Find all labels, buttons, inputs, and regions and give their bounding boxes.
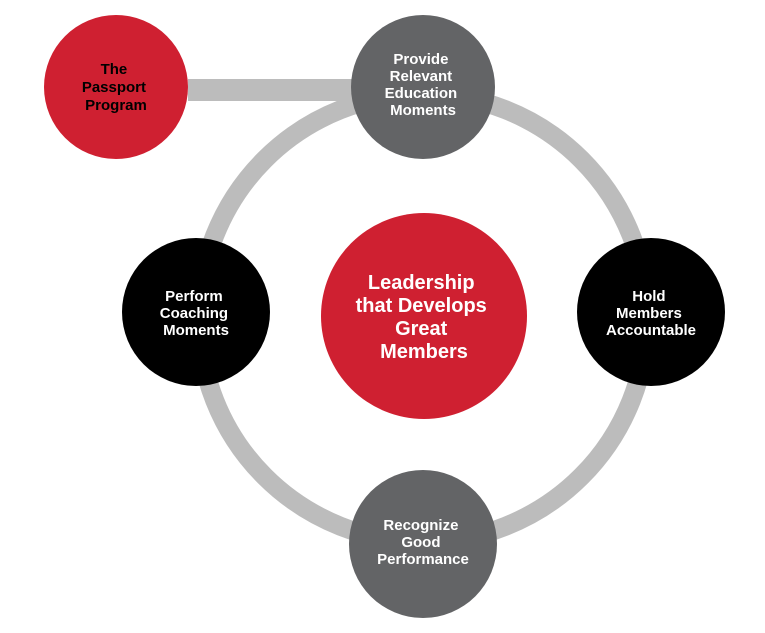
passport-line-2: Passport	[82, 79, 146, 96]
right-line-2: Members	[616, 305, 682, 322]
left-line-3: Moments	[163, 322, 229, 339]
bottom-line-1: Recognize	[383, 517, 458, 534]
center-line-2: that Develops	[356, 295, 487, 317]
recognize-performance-label: Recognize Good Performance	[377, 517, 469, 568]
right-line-1: Hold	[632, 288, 665, 305]
bottom-line-2: Good	[401, 534, 440, 551]
center-leadership-node: Leadership that Develops Great Members	[321, 213, 527, 419]
passport-connector-bar	[188, 79, 368, 101]
center-leadership-circle	[321, 213, 527, 419]
bottom-line-3: Performance	[377, 551, 469, 568]
hold-accountable-label: Hold Members Accountable	[606, 288, 696, 339]
left-line-1: Perform	[165, 288, 223, 305]
recognize-performance-node: Recognize Good Performance	[349, 470, 497, 618]
passport-line-1: The	[101, 61, 128, 78]
center-line-4: Members	[380, 341, 468, 363]
top-line-2: Relevant	[390, 68, 453, 85]
passport-program-circle	[44, 15, 188, 159]
perform-coaching-node: Perform Coaching Moments	[122, 238, 270, 386]
passport-program-label: The Passport Program	[82, 61, 150, 114]
recognize-performance-circle	[349, 470, 497, 618]
provide-education-label: Provide Relevant Education Moments	[385, 51, 462, 119]
right-line-3: Accountable	[606, 322, 696, 339]
top-line-3: Education	[385, 85, 458, 102]
center-leadership-label: Leadership that Develops Great Members	[356, 272, 493, 363]
provide-education-circle	[351, 15, 495, 159]
hold-accountable-node: Hold Members Accountable	[577, 238, 725, 386]
perform-coaching-circle	[122, 238, 270, 386]
perform-coaching-label: Perform Coaching Moments	[160, 288, 233, 339]
center-line-3: Great	[395, 318, 448, 340]
center-line-1: Leadership	[368, 272, 475, 294]
left-line-2: Coaching	[160, 305, 228, 322]
passport-program-node: The Passport Program	[44, 15, 188, 159]
top-line-1: Provide	[393, 51, 448, 68]
passport-line-3: Program	[85, 97, 147, 114]
hold-accountable-circle	[577, 238, 725, 386]
top-line-4: Moments	[390, 102, 456, 119]
provide-education-node: Provide Relevant Education Moments	[351, 15, 495, 159]
